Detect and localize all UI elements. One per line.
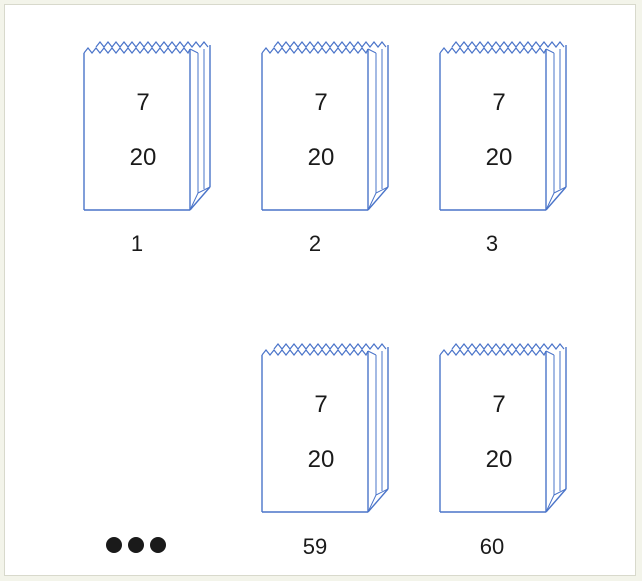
paper-bag-icon [436, 35, 576, 215]
bag-value-bottom: 20 [280, 144, 362, 172]
paper-bag-icon [80, 35, 220, 215]
bag-value-top: 7 [280, 391, 362, 419]
bag-value-bottom: 20 [102, 144, 184, 172]
bag-value-top: 7 [458, 391, 540, 419]
bag-1: 7 20 [80, 35, 220, 215]
three-dots-icon [104, 533, 174, 557]
bag-value-top: 7 [458, 89, 540, 117]
bag-2: 7 20 [258, 35, 398, 215]
bag-3-label: 3 [452, 231, 532, 257]
bag-60: 7 20 [436, 337, 576, 517]
bag-59: 7 20 [258, 337, 398, 517]
bag-value-bottom: 20 [458, 446, 540, 474]
paper-bag-icon [436, 337, 576, 517]
bag-value-bottom: 20 [458, 144, 540, 172]
bag-value-top: 7 [102, 89, 184, 117]
bag-3: 7 20 [436, 35, 576, 215]
bag-60-label: 60 [452, 534, 532, 560]
paper-bag-icon [258, 35, 398, 215]
bag-59-label: 59 [275, 534, 355, 560]
bag-value-top: 7 [280, 89, 362, 117]
paper-bag-icon [258, 337, 398, 517]
bag-2-label: 2 [275, 231, 355, 257]
bag-1-label: 1 [97, 231, 177, 257]
bag-value-bottom: 20 [280, 446, 362, 474]
